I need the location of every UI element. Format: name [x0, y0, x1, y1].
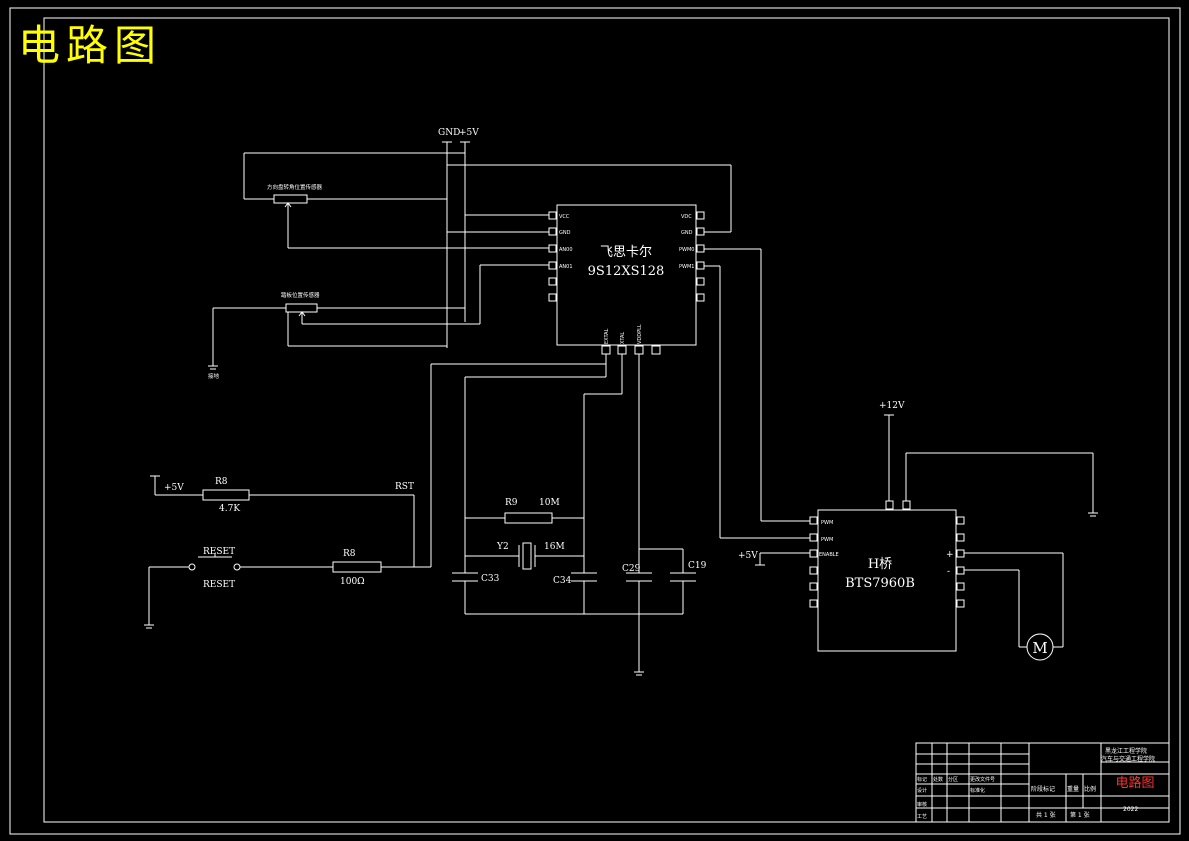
- hb-pin-plus: +: [946, 550, 954, 560]
- reset-switch-top-label: RESET: [203, 547, 235, 557]
- reset-vcc-label: +5V: [164, 483, 184, 493]
- h-bridge-chip: [809, 500, 965, 652]
- vcc-rail-label: +5V: [459, 128, 479, 138]
- mcu-pin-pwm1: PWM1: [679, 264, 694, 270]
- r8-label: R8: [215, 477, 228, 487]
- c34-label: C34: [553, 576, 572, 586]
- tb-process: 工艺: [917, 814, 927, 820]
- y2-label: Y2: [496, 542, 509, 552]
- drawing-name: 电路图: [1115, 775, 1154, 791]
- tb-weight: 重量: [1067, 785, 1079, 793]
- mcu-wiring: [288, 164, 810, 539]
- h-bridge-part: BTS7960B: [845, 576, 915, 591]
- gnd-rail: [442, 141, 452, 348]
- mcu-name-cn: 飞思卡尔: [600, 245, 652, 260]
- mcu-pin-an00: AN00: [559, 247, 573, 253]
- hb-pin-pwm-b: PWM: [821, 537, 833, 543]
- mcu-pin-vdc: VDC: [681, 214, 692, 220]
- drawing-code: 2022: [1123, 806, 1138, 813]
- school-name-2: 汽车与交通工程学院: [1101, 755, 1155, 763]
- mcu-pin-pwm0: PWM0: [679, 247, 694, 253]
- tb-count: 处数: [933, 776, 943, 783]
- steering-angle-sensor: [243, 152, 465, 248]
- sheet-title: 电路图: [18, 21, 162, 70]
- title-block: [915, 742, 1170, 823]
- mcu-part-number: 9S12XS128: [588, 264, 665, 279]
- hb-pin-pwm-a: PWM: [821, 520, 833, 526]
- tb-mark: 标记: [917, 776, 927, 783]
- hb-vcc-label: +5V: [738, 551, 758, 561]
- r8b-value: 100Ω: [340, 577, 365, 587]
- crystal-circuit: [452, 354, 696, 676]
- tb-stage: 阶段标记: [1031, 785, 1055, 793]
- mcu-pin-vddpll: VDDPLL: [637, 324, 643, 344]
- tb-design: 设计: [917, 787, 927, 794]
- r8-value: 4.7K: [219, 504, 240, 514]
- reset-switch-bottom-label: RESET: [203, 580, 235, 590]
- v12-rail-label: +12V: [879, 401, 905, 411]
- steering-sensor-label: 方向盘转角位置传感器: [267, 183, 323, 191]
- h-bridge-name: H桥: [868, 557, 892, 572]
- mcu-pin-gnd: GND: [559, 230, 571, 236]
- tb-audit: 审核: [917, 801, 927, 808]
- r9-value: 10M: [539, 498, 560, 508]
- c29-label: C29: [622, 564, 641, 574]
- mcu-chip: [548, 204, 705, 355]
- mcu-pin-vcc: VCC: [559, 214, 570, 220]
- motor-symbol: M: [1032, 639, 1047, 657]
- y2-value: 16M: [544, 542, 565, 552]
- pedal-position-sensor: [208, 265, 481, 370]
- mcu-pin-an01: AN01: [559, 264, 573, 270]
- rst-label: RST: [395, 482, 414, 492]
- school-name-1: 黑龙江工程学院: [1105, 747, 1147, 755]
- tb-total-sheets: 共 1 张: [1036, 811, 1056, 819]
- hb-pin-enable: ENABLE: [819, 552, 839, 558]
- mcu-pin-extal: EXTAL: [604, 328, 610, 344]
- pedal-sensor-label: 踏板位置传感器: [281, 291, 320, 299]
- tb-scale: 比例: [1084, 785, 1096, 793]
- outer-border: [9, 7, 1181, 835]
- c19-label: C19: [688, 561, 707, 571]
- mcu-pin-xtal: XTAL: [620, 332, 626, 344]
- tb-change-doc: 更改文件号: [970, 776, 995, 783]
- sensor-ground-label: 接地: [208, 372, 220, 380]
- gnd-rail-label: GND: [438, 128, 460, 138]
- r8b-label: R8: [343, 549, 356, 559]
- inner-border: [43, 17, 1170, 823]
- r9-label: R9: [505, 498, 518, 508]
- h-bridge-wiring: [755, 414, 1098, 661]
- c33-label: C33: [481, 574, 500, 584]
- tb-standard: 标准化: [970, 787, 985, 794]
- tb-zone: 分区: [948, 776, 958, 783]
- mcu-pin-gnd2: GND: [681, 230, 693, 236]
- reset-circuit: [144, 354, 607, 629]
- tb-sheet-number: 第 1 张: [1070, 811, 1090, 819]
- hb-pin-minus: -: [947, 567, 950, 577]
